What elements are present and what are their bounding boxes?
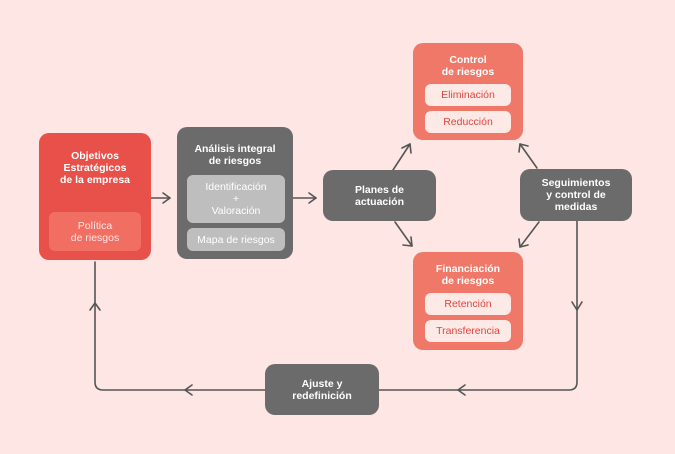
arrowhead-planes-control (401, 143, 412, 154)
node-objetivos-title: Objetivos Estratégicos de la empresa (59, 150, 131, 186)
node-ajuste-redefinicion: Ajuste y redefinición (265, 364, 379, 415)
transferencia-box: Transferencia (425, 320, 511, 342)
arrowhead-seguimientos-financiacion (518, 238, 529, 248)
node-analisis-integral: Análisis integral de riesgos Identificac… (177, 127, 293, 259)
politica-de-riesgos-box: Política de riesgos (49, 212, 141, 251)
node-financiacion-title: Financiación de riesgos (435, 263, 501, 287)
node-ajuste-title: Ajuste y redefinición (292, 377, 352, 402)
mapa-de-riesgos-box: Mapa de riesgos (187, 228, 285, 251)
arrowhead-planes-financiacion (402, 236, 413, 247)
arrowhead-analisis-planes (308, 192, 317, 204)
node-seguimientos-title: Seguimientos y control de medidas (541, 177, 611, 213)
node-planes-title: Planes de actuación (354, 183, 405, 208)
reduccion-box: Reducción (425, 111, 511, 133)
arrowhead-seguimientos-down (571, 301, 583, 311)
arrowhead-toward-ajuste (457, 384, 466, 396)
arrowhead-up-objetivos (89, 302, 101, 311)
arrowhead-toward-left (184, 384, 193, 396)
node-seguimientos-control: Seguimientos y control de medidas (520, 169, 632, 221)
connector-planes-financiacion (394, 221, 413, 247)
connector-seguimientos-control (519, 143, 538, 169)
connector-seguimientos-financiacion (519, 221, 540, 248)
eliminacion-box: Eliminación (425, 84, 511, 106)
retencion-box: Retención (425, 293, 511, 315)
node-control-title: Control de riesgos (441, 54, 495, 78)
node-analisis-title: Análisis integral de riesgos (194, 143, 276, 167)
identificacion-valoracion-box: Identificación + Valoración (187, 175, 285, 223)
node-financiacion-riesgos: Financiación de riesgos Retención Transf… (413, 252, 523, 350)
connector-planes-control (392, 143, 411, 171)
connector-ajuste-objetivos (94, 261, 266, 391)
node-planes-actuacion: Planes de actuación (323, 170, 436, 221)
arrowhead-seguimientos-control (518, 143, 529, 153)
connector-seguimientos-ajuste (378, 220, 578, 391)
node-control-riesgos: Control de riesgos Eliminación Reducción (413, 43, 523, 140)
node-objetivos-estrategicos: Objetivos Estratégicos de la empresa Pol… (39, 133, 151, 260)
arrowhead-objetivos-analisis (162, 192, 171, 204)
